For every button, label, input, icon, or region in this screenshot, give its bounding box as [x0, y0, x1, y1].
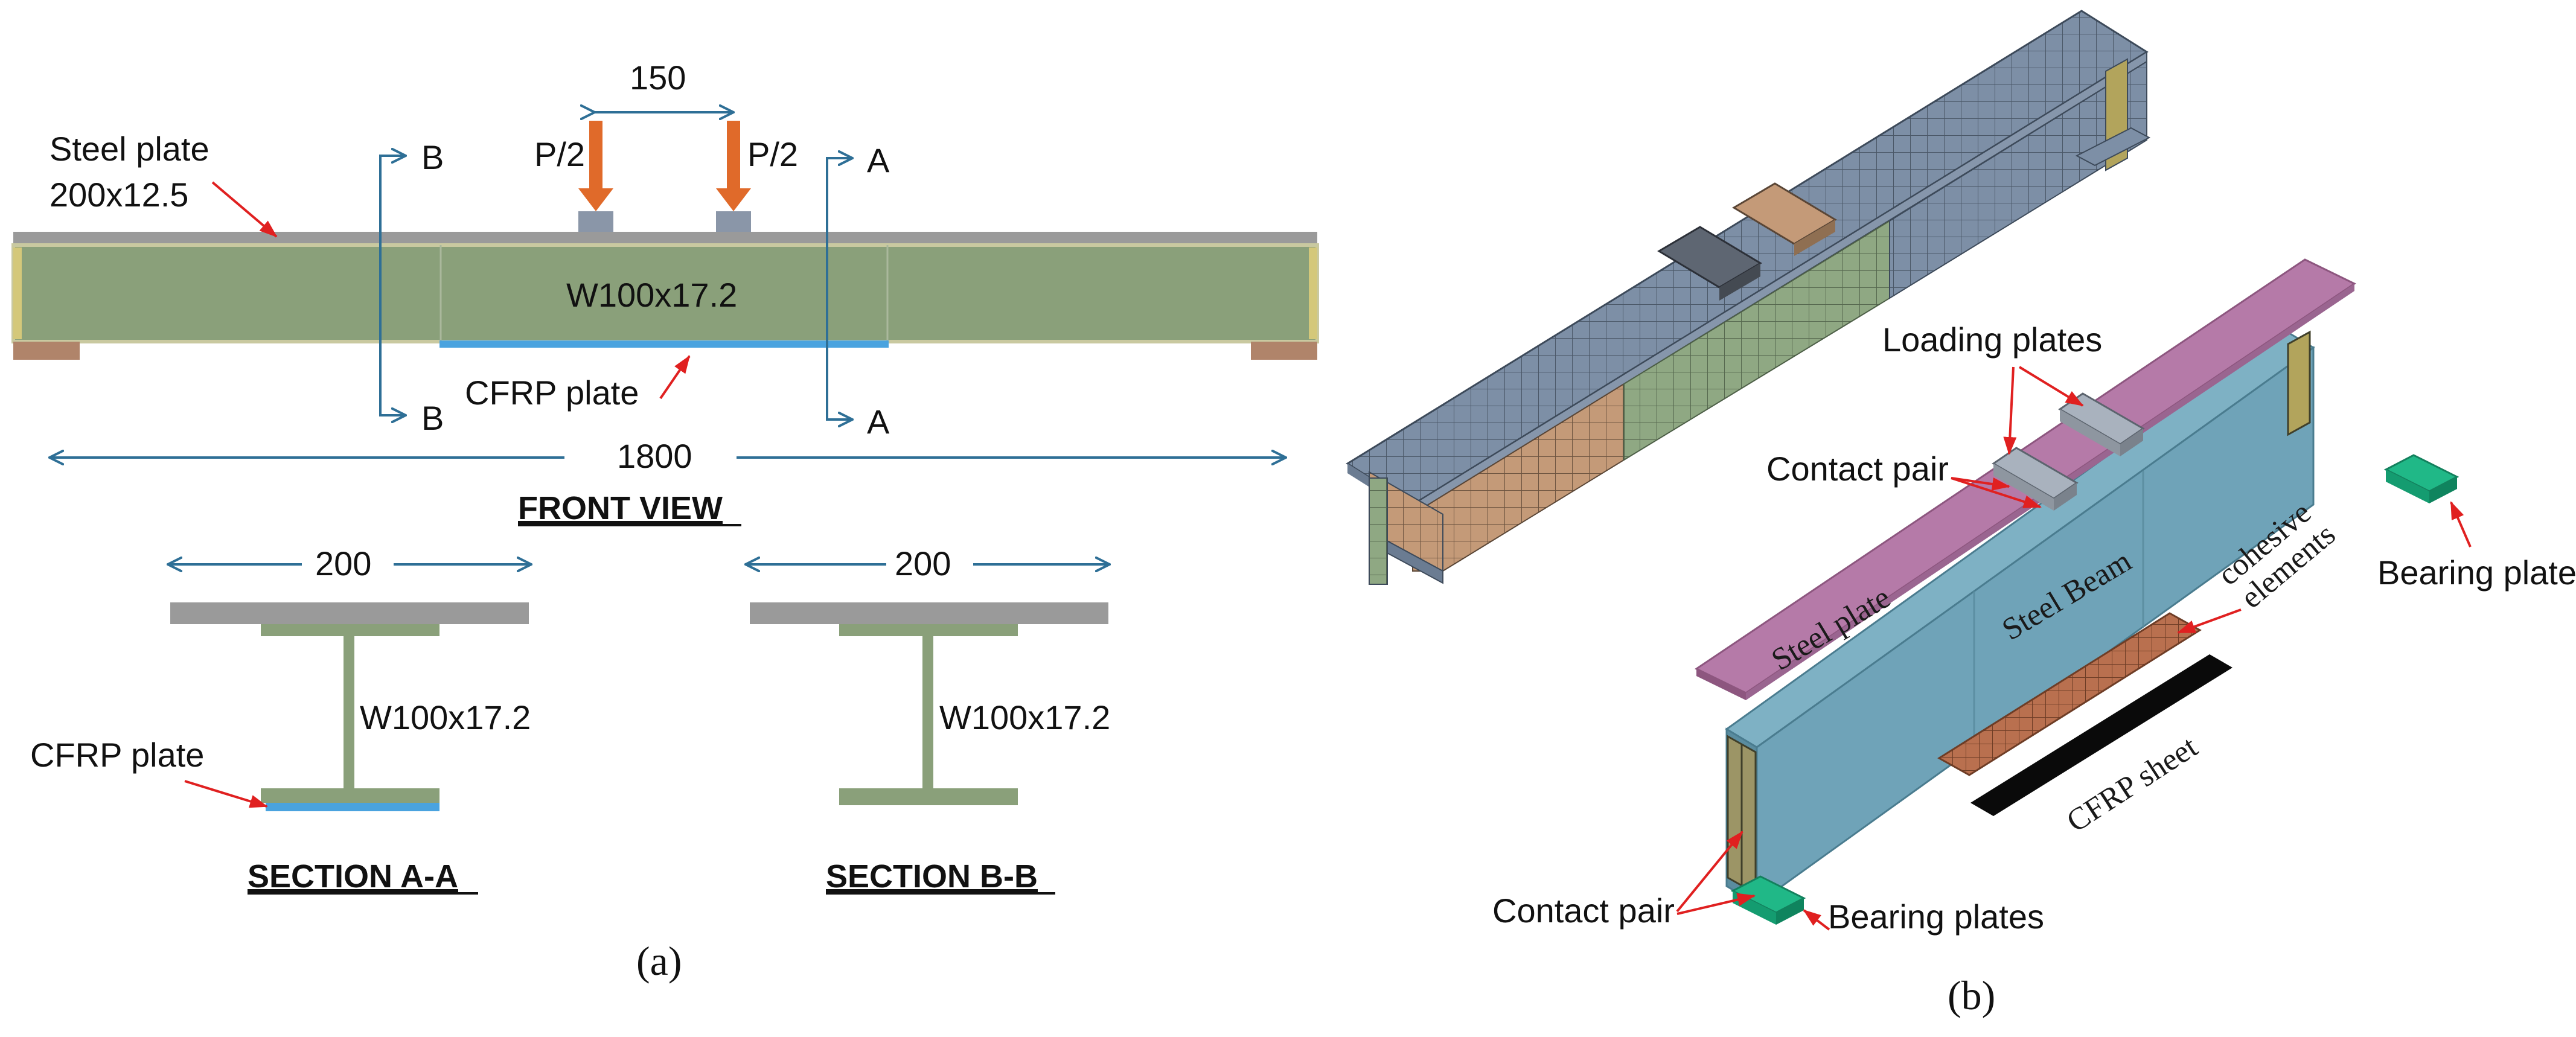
caption-a: (a) [636, 938, 682, 984]
front-view-title: FRONT VIEW [518, 490, 723, 526]
section-a: 200 W100x17.2 CFRP plate SECTION A-A [30, 544, 531, 895]
load-label-right: P/2 [747, 135, 798, 173]
section-b-title: SECTION B-B [826, 858, 1038, 895]
section-b-steel-plate [750, 602, 1108, 624]
section-b-bottom-flange [839, 788, 1018, 805]
bearing-plate-right [2383, 454, 2459, 503]
beam-stiffener-left [13, 247, 22, 339]
load-label-left: P/2 [534, 135, 585, 173]
support-left [13, 342, 80, 360]
section-mark-b-top: B [421, 138, 444, 176]
panel-a: P/2 P/2 150 W100x17.2 B B A A [11, 59, 1319, 984]
loading-plate-iso-2-side [2120, 429, 2143, 456]
dim-200-a-label: 200 [315, 544, 371, 582]
steel-plate-front [13, 232, 1317, 245]
mesh-support-right [2075, 127, 2151, 167]
loading-plates-label: Loading plates [1882, 321, 2102, 359]
section-b-beam-label: W100x17.2 [939, 698, 1110, 736]
contact-pair-top-pointer-2 [1951, 477, 2042, 508]
mesh-end-stiffener [1369, 477, 1388, 585]
caption-b: (b) [1948, 972, 1995, 1018]
section-a-top-flange [261, 624, 439, 636]
section-cut-a [826, 158, 852, 420]
mesh-web-blue-right [1889, 60, 2147, 299]
loading-plates-pointer-2 [2018, 366, 2084, 407]
loading-plate-iso-2-front [2060, 409, 2120, 456]
front-view: P/2 P/2 150 W100x17.2 B B A A [11, 59, 1319, 526]
loading-plate-iso-1-side [2054, 483, 2077, 511]
section-a-title: SECTION A-A [248, 858, 458, 895]
contact-pair-bottom-pointer-2 [1676, 893, 1756, 915]
mesh-loading-plate-2-side [1794, 220, 1835, 256]
section-a-bottom-flange [261, 788, 439, 803]
bearing-plates-right-pointer [2450, 501, 2472, 547]
dim-1800-label: 1800 [617, 437, 692, 475]
beam-label-front: W100x17.2 [566, 276, 737, 314]
cfrp-plate-front [439, 340, 889, 348]
fe-mesh-model [1346, 10, 2151, 585]
steel-plate-iso-edge [1696, 669, 1746, 700]
section-a-steel-plate [170, 602, 529, 624]
section-mark-b-bottom: B [421, 399, 444, 437]
beam-stiffener-right [1309, 247, 1317, 339]
cohesive-pointer [2177, 608, 2242, 634]
bearing-plates-right-label: Bearing plates [2377, 554, 2576, 592]
section-a-cfrp-pointer [184, 780, 268, 808]
load-arrow-right [716, 121, 751, 211]
cfrp-label-front: CFRP plate [465, 374, 639, 412]
bearing-plates-bottom-label: Bearing plates [1828, 898, 2044, 936]
section-a-cfrp-label: CFRP plate [30, 736, 204, 774]
contact-pair-label-bottom: Contact pair [1492, 892, 1675, 930]
mesh-loading-plate-1-side [1719, 263, 1760, 301]
load-arrow-left [578, 121, 613, 211]
section-b: 200 W100x17.2 SECTION B-B [746, 544, 1110, 895]
cfrp-sheet-iso [1970, 654, 2232, 816]
section-mark-a-top: A [867, 141, 890, 179]
loading-plate-right [716, 211, 751, 232]
section-a-beam-label: W100x17.2 [360, 698, 531, 736]
beam-stiffener-far [2287, 330, 2311, 436]
beam-web-front [11, 243, 1319, 343]
cohesive-elements [1937, 612, 2202, 776]
steel-plate-label: Steel plate [50, 130, 209, 168]
steel-plate-size: 200x12.5 [50, 176, 188, 214]
dim-200-b-label: 200 [895, 544, 951, 582]
section-b-web [922, 636, 933, 788]
support-right [1251, 342, 1317, 360]
section-b-top-flange [839, 624, 1018, 636]
section-a-web [344, 636, 354, 788]
contact-pair-label-top: Contact pair [1766, 450, 1949, 488]
dim-150-label: 150 [630, 59, 686, 97]
panel-b: Loading plates Contact pair Steel plate … [1346, 10, 2576, 1018]
contact-pair-top-pointer-1 [1951, 477, 2010, 491]
section-mark-a-bottom: A [867, 403, 890, 441]
section-a-cfrp [266, 803, 439, 811]
exploded-assembly [1695, 258, 2459, 925]
steel-plate-pointer [211, 181, 278, 238]
loading-plates-pointer-1 [2003, 366, 2017, 455]
cfrp-pointer-front [659, 355, 691, 400]
section-cut-b [379, 156, 406, 415]
loading-plate-left [578, 211, 613, 232]
contact-pair-bottom-pointer-1 [1676, 831, 1743, 913]
bearing-plates-bottom-pointer [1803, 909, 1830, 931]
